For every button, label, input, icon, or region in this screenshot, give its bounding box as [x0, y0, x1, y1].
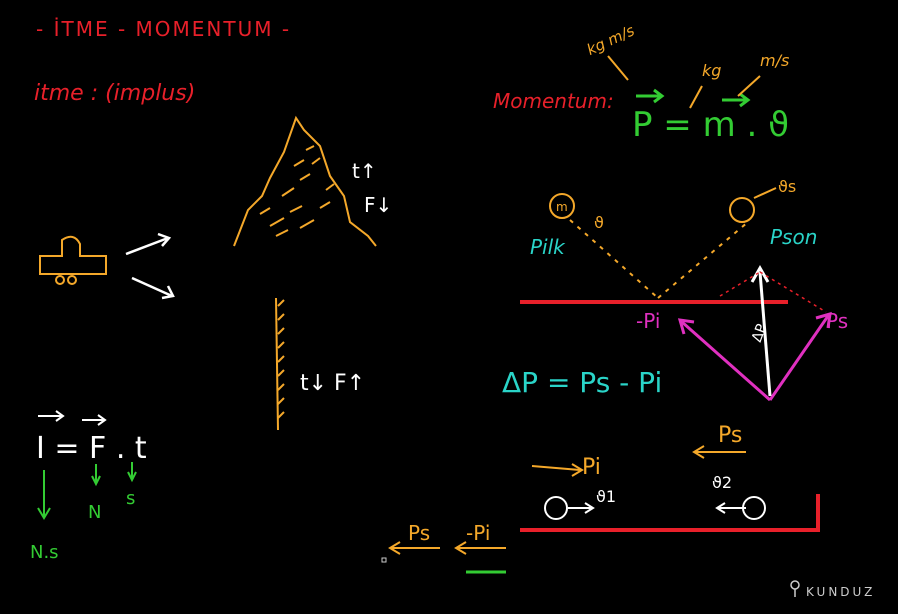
arrow-icon: [568, 502, 746, 514]
v1-label: ϑ1: [596, 487, 616, 506]
ball-mass-label: m: [556, 200, 568, 214]
itme-label: itme : (implus): [34, 81, 195, 106]
p-initial-label: Pilk: [530, 235, 566, 259]
cursor-marker: [381, 557, 387, 563]
p-final-label: Pson: [770, 225, 817, 249]
delta-formula: ΔP = Ps - Pi: [502, 366, 662, 399]
momentum-formula: P = m . ϑ: [632, 105, 789, 145]
ball-final: [729, 197, 755, 223]
unit-pointer-arrows: [607, 55, 761, 109]
vector-arrow-icon: [38, 410, 107, 426]
neg-pi-label: -Pi: [636, 309, 660, 333]
page-title: - İTME - MOMENTUM -: [36, 17, 291, 41]
bottom-ps-label: Ps: [408, 521, 430, 545]
momentum-label: Momentum:: [493, 89, 614, 113]
collision-track: [520, 494, 820, 532]
v-out-pointer: [753, 187, 777, 199]
bottom-neg-pi-label: -Pi: [466, 521, 490, 545]
delta-p-vector-label: ΔP: [749, 322, 770, 344]
watermark: KUNDUZ: [806, 585, 875, 599]
unit-pointer-arrows: [37, 462, 137, 520]
t-unit: s: [126, 488, 135, 509]
collision-ps-label: Ps: [718, 423, 742, 448]
kunduz-logo-icon: [790, 580, 800, 597]
ball-2: [742, 496, 766, 520]
m-unit: kg: [702, 61, 721, 80]
impulse-formula: I = F . t: [36, 431, 147, 466]
v-in-label: ϑ: [594, 213, 604, 232]
f-unit: N: [88, 502, 101, 523]
wall-icon: [275, 297, 285, 431]
vector-triangle: [677, 264, 832, 402]
wall-label: t↓ F↑: [300, 371, 365, 396]
mountain-f-label: F↓: [364, 193, 392, 217]
vector-arrow-icon: [636, 88, 751, 108]
v-out-label: ϑs: [778, 177, 796, 196]
v2-label: ϑ2: [712, 473, 732, 492]
v-unit: m/s: [760, 51, 789, 70]
arrow-icon: [388, 541, 506, 555]
ball-initial: [549, 193, 575, 219]
arrow-icon: [125, 232, 175, 300]
ps-label: Ps: [826, 309, 848, 333]
arrow-icon: [531, 445, 746, 477]
mountain-icon: [233, 115, 377, 247]
collision-pi-label: Pi: [582, 455, 601, 480]
i-unit: N.s: [30, 542, 59, 563]
truck-icon: [39, 235, 107, 285]
mountain-t-label: t↑: [352, 159, 377, 183]
ball-1: [544, 496, 568, 520]
p-unit: kg m/s: [584, 21, 638, 59]
